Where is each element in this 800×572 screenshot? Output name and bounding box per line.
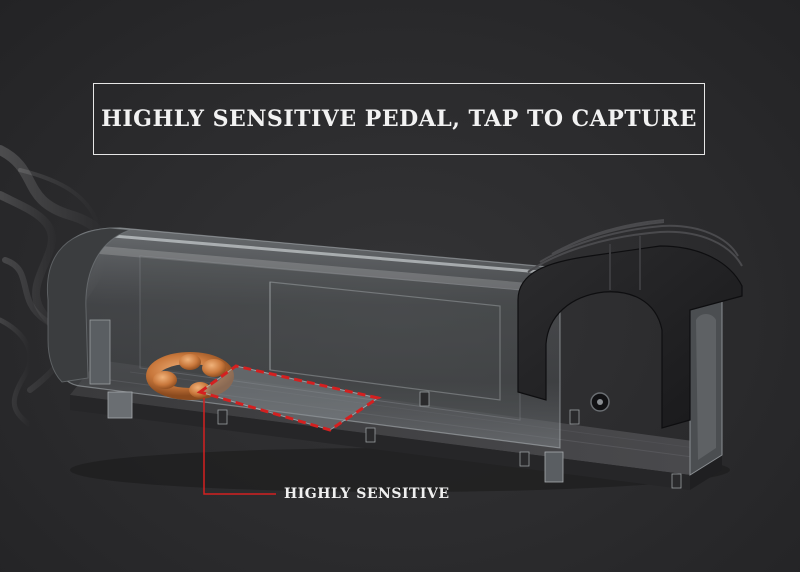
headline: HIGHLY SENSITIVE PEDAL, TAP TO CAPTURE [101,106,697,132]
callout-line [203,398,276,495]
trap-left-cap [46,227,133,419]
trap-clips [217,391,682,489]
headline-frame: HIGHLY SENSITIVE PEDAL, TAP TO CAPTURE [93,83,705,155]
trap-door [517,219,743,429]
pedal-highlight [196,364,382,432]
callout-label: HIGHLY SENSITIVE [284,486,450,502]
